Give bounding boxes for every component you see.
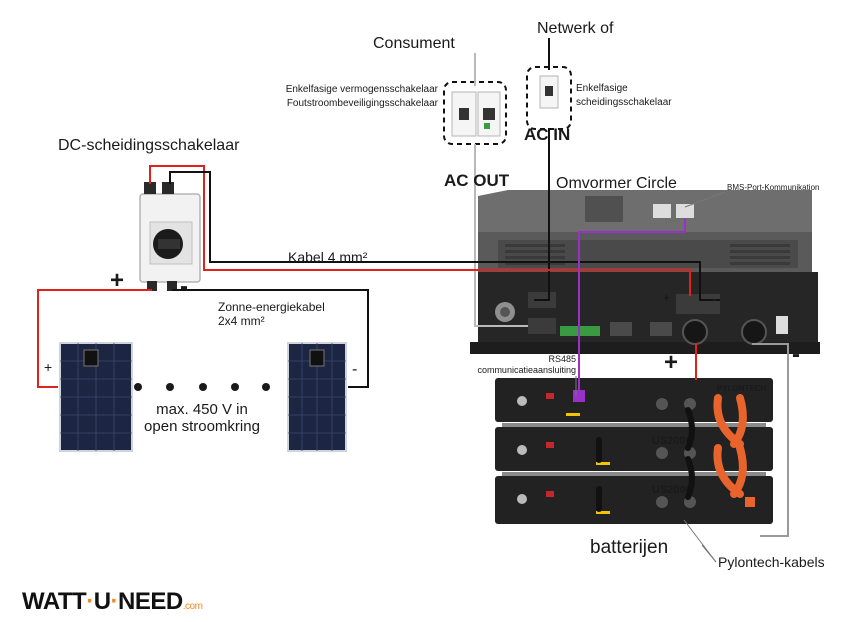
label-bms-port: BMS-Port-Kommunikation [727, 183, 819, 192]
solar-panel-right [287, 342, 347, 452]
label-ac-in: AC IN [524, 125, 570, 144]
ac-in-breaker [539, 75, 559, 109]
logo-separator-2: · [110, 588, 119, 615]
label-pointers [575, 191, 726, 563]
battery-stack [495, 378, 773, 524]
label-breaker-out-1: Enkelfasige vermogensschakelaar [286, 84, 439, 95]
pylontech-battery-connectors [713, 394, 747, 498]
ac-out-breakers [451, 91, 501, 137]
label-breaker-in-2: scheidingsschakelaar [576, 97, 672, 108]
bms-port [676, 204, 694, 218]
logo-part-1: WATT [22, 588, 87, 615]
label-max-voltage-1: max. 450 V in [156, 401, 248, 418]
plus-sign-inverter: + [663, 291, 670, 305]
black-battery-links [596, 407, 695, 512]
label-solar-cable-1: Zonne-energiekabel [218, 300, 325, 314]
inverter [470, 190, 820, 354]
label-rs485-1: RS485 [548, 354, 576, 364]
dc-positive-wire [37, 165, 697, 388]
label-batteries: batterijen [590, 537, 668, 558]
label-pylontech-cables: Pylontech-kabels [718, 554, 825, 570]
label-breaker-in-1: Enkelfasige [576, 83, 628, 94]
solar-panel-left [59, 342, 133, 452]
label-ac-out: AC OUT [444, 171, 510, 190]
battery-brand: PYLONTECH [717, 384, 767, 393]
dc-terminal-block [585, 196, 623, 222]
logo-part-3: NEED [118, 588, 183, 615]
dc-negative-wire [169, 171, 720, 388]
label-max-voltage-2: open stroomkring [144, 418, 260, 435]
label-solar-cable-2: 2x4 mm² [218, 314, 265, 328]
minus-sign-dc-switch: - [180, 273, 188, 300]
battery-negative-cable [752, 343, 789, 537]
plus-sign-dc-switch: + [110, 267, 124, 294]
ac-wires [474, 53, 528, 327]
label-breaker-out-2: Foutstroombeveiligingsschakelaar [287, 98, 439, 109]
panel-series-dots [134, 383, 270, 391]
logo-suffix: .com [182, 601, 203, 612]
dc-isolator-switch [139, 182, 201, 291]
logo-separator-1: · [86, 588, 94, 615]
label-network: Netwerk of [537, 20, 614, 37]
label-consumer: Consument [373, 35, 455, 52]
battery-model-3: US2000 [652, 484, 692, 496]
label-inverter: Omvormer Circle [556, 175, 677, 192]
minus-sign-battery: - [792, 341, 800, 368]
plus-sign-battery: + [664, 349, 678, 376]
minus-sign-panel: - [352, 361, 357, 378]
battery-model-2: US2000 [652, 435, 692, 447]
minus-sign-inverter: - [712, 291, 717, 307]
logo-part-2: U [93, 588, 111, 615]
power-switch [776, 316, 788, 334]
label-rs485-2: communicatieaansluiting [477, 365, 576, 375]
plus-sign-panel: + [44, 359, 52, 375]
label-cable-4mm: Kabel 4 mm² [288, 249, 368, 265]
ac-in-wire [534, 38, 550, 301]
rj45-port [653, 204, 671, 218]
logo: WATT·U·NEED.com [22, 588, 203, 616]
label-dc-switch: DC-scheidingsschakelaar [58, 137, 240, 154]
